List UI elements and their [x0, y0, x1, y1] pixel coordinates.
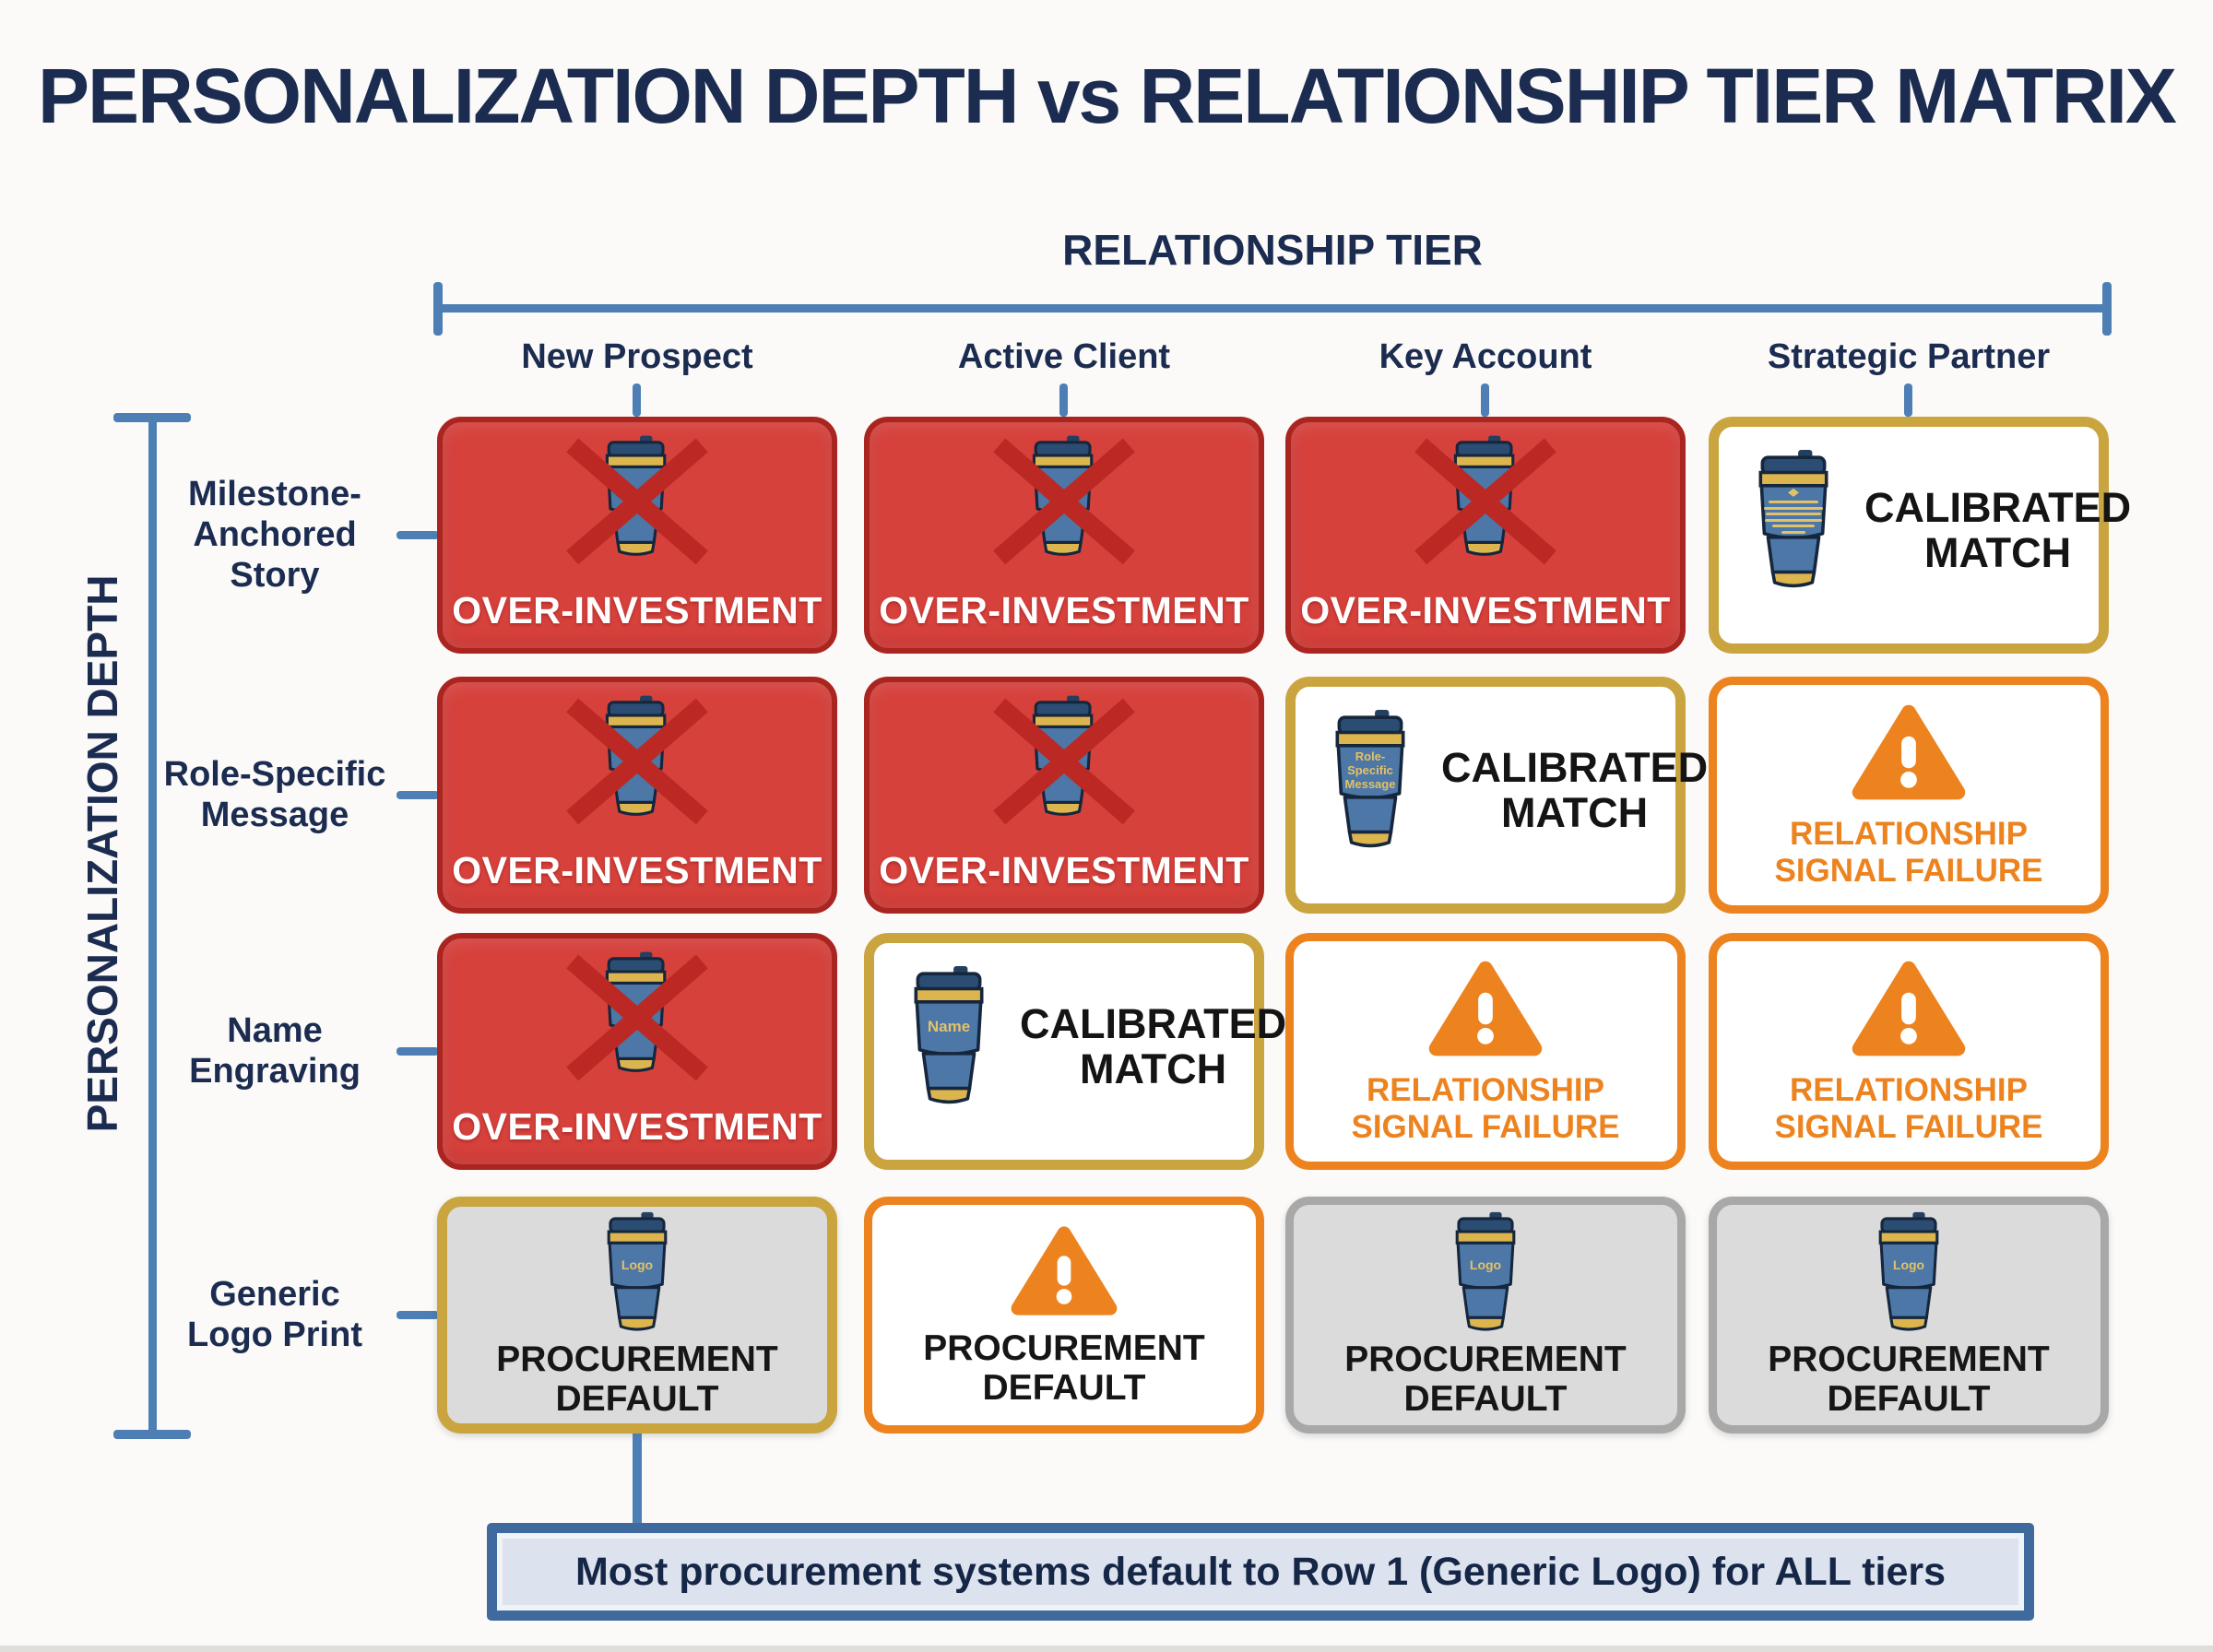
warning-triangle-icon	[1010, 1222, 1118, 1318]
column-header-active-client: Active Client	[957, 337, 1171, 376]
x-axis-left-cap	[433, 282, 443, 336]
row-label-role-specific-message: Role-Specific Message	[163, 754, 386, 834]
warning-triangle-icon	[1851, 701, 1967, 803]
callout-box: Most procurement systems default to Row …	[487, 1523, 2034, 1621]
callout-text: Most procurement systems default to Row …	[574, 1549, 1947, 1594]
x-axis-right-cap	[2102, 282, 2112, 336]
x-axis-line	[437, 304, 2108, 313]
status-label: OVER-INVESTMENT	[879, 848, 1249, 891]
engraving-label: Name	[927, 1018, 971, 1036]
column-tick	[633, 384, 641, 417]
engraving-label: Logo	[621, 1257, 654, 1272]
crossed-tumbler-icon	[970, 431, 1158, 570]
crossed-tumbler-icon	[543, 948, 731, 1086]
cell-generic-logo-new-prospect: Logo PROCUREMENT DEFAULT	[437, 1197, 837, 1434]
warning-triangle-icon	[1427, 957, 1544, 1059]
x-axis-title: RELATIONSHIP TIER	[1062, 226, 1483, 274]
cell-generic-logo-strategic-partner: Logo PROCUREMENT DEFAULT	[1709, 1197, 2109, 1434]
status-label: PROCUREMENT DEFAULT	[1768, 1339, 2050, 1419]
logo-tumbler-icon: Logo	[1868, 1210, 1949, 1333]
cell-generic-logo-key-account: Logo PROCUREMENT DEFAULT	[1285, 1197, 1686, 1434]
logo-tumbler-icon: Logo	[1445, 1210, 1526, 1333]
cell-role-message-strategic-partner: RELATIONSHIP SIGNAL FAILURE	[1709, 677, 2109, 914]
cell-milestone-story-strategic-partner: CALIBRATED MATCH	[1709, 417, 2131, 654]
column-header-key-account: Key Account	[1379, 337, 1592, 376]
page-title: PERSONALIZATION DEPTH vs RELATIONSHIP TI…	[38, 53, 2177, 139]
crossed-tumbler-icon	[970, 691, 1158, 830]
story-engraving-lines	[1761, 488, 1825, 534]
status-label: RELATIONSHIP SIGNAL FAILURE	[1774, 1072, 2043, 1145]
status-label: CALIBRATED MATCH	[1441, 744, 1709, 836]
status-label: PROCUREMENT DEFAULT	[1344, 1339, 1627, 1419]
engraving-label: Logo	[1892, 1257, 1925, 1272]
status-label: RELATIONSHIP SIGNAL FAILURE	[1774, 816, 2043, 889]
row-tick	[396, 791, 439, 799]
column-header-strategic-partner: Strategic Partner	[1767, 337, 2051, 376]
engraving-label: Role- Specific Message	[1344, 749, 1396, 791]
logo-tumbler-icon: Logo	[597, 1210, 678, 1333]
row-label-name-engraving: Name Engraving	[189, 1010, 361, 1091]
status-label: OVER-INVESTMENT	[452, 1104, 822, 1148]
crossed-tumbler-icon	[543, 431, 731, 570]
column-header-new-prospect: New Prospect	[521, 337, 753, 376]
column-tick	[1481, 384, 1489, 417]
status-label: CALIBRATED MATCH	[1864, 484, 2132, 576]
y-axis-title: PERSONALIZATION DEPTH	[78, 574, 126, 1133]
warning-triangle-icon	[1851, 957, 1967, 1059]
cell-milestone-story-active-client: OVER-INVESTMENT	[864, 417, 1264, 654]
status-label: OVER-INVESTMENT	[1300, 588, 1671, 631]
cell-name-engraving-new-prospect: OVER-INVESTMENT	[437, 933, 837, 1170]
engraved-tumbler-icon: Name	[902, 965, 996, 1106]
cell-generic-logo-active-client: PROCUREMENT DEFAULT	[864, 1197, 1264, 1434]
column-tick	[1904, 384, 1912, 417]
row-label-generic-logo-print: Generic Logo Print	[187, 1274, 362, 1354]
cell-milestone-story-key-account: OVER-INVESTMENT	[1285, 417, 1686, 654]
status-label: CALIBRATED MATCH	[1020, 1000, 1287, 1092]
row-tick	[396, 1047, 439, 1056]
row-tick	[396, 531, 439, 539]
cell-name-engraving-active-client: Name CALIBRATED MATCH	[864, 933, 1286, 1170]
bottom-edge-strip	[0, 1646, 2213, 1652]
row-label-milestone-anchored-story: Milestone- Anchored Story	[188, 474, 361, 596]
status-label: OVER-INVESTMENT	[879, 588, 1249, 631]
cell-name-engraving-key-account: RELATIONSHIP SIGNAL FAILURE	[1285, 933, 1686, 1170]
y-axis-top-cap	[113, 413, 191, 422]
y-axis-line	[148, 417, 157, 1434]
status-label: PROCUREMENT DEFAULT	[496, 1339, 778, 1419]
cell-role-message-active-client: OVER-INVESTMENT	[864, 677, 1264, 914]
cell-role-message-new-prospect: OVER-INVESTMENT	[437, 677, 837, 914]
status-label: PROCUREMENT DEFAULT	[923, 1328, 1205, 1408]
status-label: OVER-INVESTMENT	[452, 588, 822, 631]
row-tick	[396, 1311, 439, 1319]
cell-role-message-key-account: Role- Specific Message CALIBRATED MATCH	[1285, 677, 1708, 914]
cell-milestone-story-new-prospect: OVER-INVESTMENT	[437, 417, 837, 654]
crossed-tumbler-icon	[1391, 431, 1580, 570]
engraving-label: Logo	[1469, 1257, 1502, 1272]
crossed-tumbler-icon	[543, 691, 731, 830]
status-label: OVER-INVESTMENT	[452, 848, 822, 891]
engraved-tumbler-icon: Role- Specific Message	[1323, 709, 1417, 850]
cell-name-engraving-strategic-partner: RELATIONSHIP SIGNAL FAILURE	[1709, 933, 2109, 1170]
y-axis-bottom-cap	[113, 1430, 191, 1439]
column-tick	[1059, 384, 1068, 417]
callout-connector	[633, 1434, 642, 1525]
story-engraved-tumbler-icon	[1746, 449, 1840, 590]
status-label: RELATIONSHIP SIGNAL FAILURE	[1351, 1072, 1620, 1145]
